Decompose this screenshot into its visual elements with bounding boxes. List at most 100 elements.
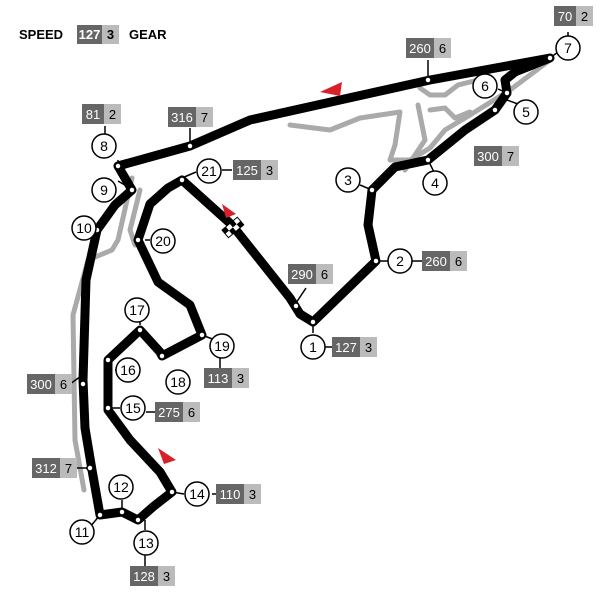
corner-circle <box>184 481 210 507</box>
corner-circle <box>209 333 235 359</box>
legend-gear-value: 3 <box>107 27 114 42</box>
gear-value: 3 <box>266 163 273 178</box>
speed-value: 316 <box>171 110 193 125</box>
gear-box <box>60 458 77 478</box>
corner-number: 20 <box>155 233 171 249</box>
corner-number: 5 <box>522 104 530 120</box>
corner-marker-9: 9 <box>91 177 117 203</box>
corner-circle <box>91 177 117 203</box>
gear-box <box>244 484 261 504</box>
legend-speed-value: 127 <box>79 27 101 42</box>
corner-number: 21 <box>201 163 217 179</box>
gear-value: 3 <box>237 371 244 386</box>
corner-circle <box>150 228 176 254</box>
corner-circle <box>300 334 326 360</box>
corner-number: 15 <box>125 400 141 416</box>
corner-number: 12 <box>113 479 129 495</box>
speed-box <box>32 458 60 478</box>
speed-box <box>155 402 183 422</box>
gear-box <box>183 402 200 422</box>
start-finish-flag <box>221 216 245 239</box>
gear-value: 6 <box>60 377 67 392</box>
speed-box <box>216 484 244 504</box>
gear-value: 6 <box>188 405 195 420</box>
corner-circle <box>335 167 361 193</box>
speed-box <box>130 566 158 586</box>
speed-value: 128 <box>133 569 155 584</box>
direction-arrow-icon <box>320 82 342 96</box>
corner-number: 9 <box>100 182 108 198</box>
corner-circle <box>91 133 117 159</box>
corner-number: 16 <box>120 362 136 378</box>
corner-marker-5: 5 <box>513 99 539 125</box>
corner-circle <box>124 297 150 323</box>
corner-number: 8 <box>100 138 108 154</box>
corner-marker-21: 21 <box>196 158 222 184</box>
corner-number: 6 <box>481 78 489 94</box>
corner-marker-16: 16 <box>115 357 141 383</box>
corner-marker-11: 11 <box>69 519 95 545</box>
speed-box <box>204 368 232 388</box>
corner-marker-3: 3 <box>335 167 361 193</box>
corner-circle <box>387 248 413 274</box>
gear-value: 7 <box>65 461 72 476</box>
corner-marker-4: 4 <box>422 170 448 196</box>
speed-gear-box: 316 7 <box>168 107 213 127</box>
gear-value: 6 <box>439 41 446 56</box>
gear-value: 2 <box>109 107 116 122</box>
corner-marker-13: 13 <box>133 530 159 556</box>
corner-circle <box>422 170 448 196</box>
track-line <box>78 53 555 525</box>
corner-number: 11 <box>75 524 90 540</box>
corner-circle <box>120 395 146 421</box>
corner-number: 3 <box>344 172 352 188</box>
speed-value: 275 <box>158 405 180 420</box>
gear-value: 3 <box>365 340 372 355</box>
speed-value: 260 <box>425 254 447 269</box>
corner-circle <box>133 530 159 556</box>
corner-number: 1 <box>309 339 317 355</box>
speed-box <box>474 146 502 166</box>
direction-arrow-icon <box>222 204 236 218</box>
gear-box <box>196 107 213 127</box>
speed-value: 290 <box>291 267 313 282</box>
gear-box <box>450 251 467 271</box>
corner-marker-2: 2 <box>387 248 413 274</box>
corner-circle <box>69 519 95 545</box>
speed-value: 81 <box>86 107 100 122</box>
gear-box <box>232 368 249 388</box>
gear-box <box>316 264 333 284</box>
legend-gear-label: GEAR <box>129 27 167 42</box>
legend-gear-box <box>102 25 119 44</box>
corner-marker-17: 17 <box>124 297 150 323</box>
gear-box <box>434 38 451 58</box>
direction-arrows <box>158 82 342 464</box>
corner-circle <box>165 369 191 395</box>
gear-box <box>104 104 121 124</box>
runoff-turn9 <box>127 187 143 248</box>
corner-marker-8: 8 <box>91 133 117 159</box>
corner-marker-1: 1 <box>300 334 326 360</box>
corner-marker-14: 14 <box>184 481 210 507</box>
speed-box <box>554 6 576 26</box>
corner-number: 14 <box>189 486 205 502</box>
corner-circle <box>71 215 97 241</box>
gear-value: 7 <box>201 110 208 125</box>
gear-value: 3 <box>249 487 256 502</box>
gear-box <box>158 566 175 586</box>
runoff-hotel <box>287 57 553 163</box>
legend-speed-box <box>77 25 102 44</box>
gear-value: 7 <box>507 149 514 164</box>
speed-value: 300 <box>477 149 499 164</box>
gear-value: 6 <box>321 267 328 282</box>
speed-box <box>82 104 104 124</box>
corner-marker-6: 6 <box>472 73 498 99</box>
corner-number: 7 <box>564 40 572 56</box>
